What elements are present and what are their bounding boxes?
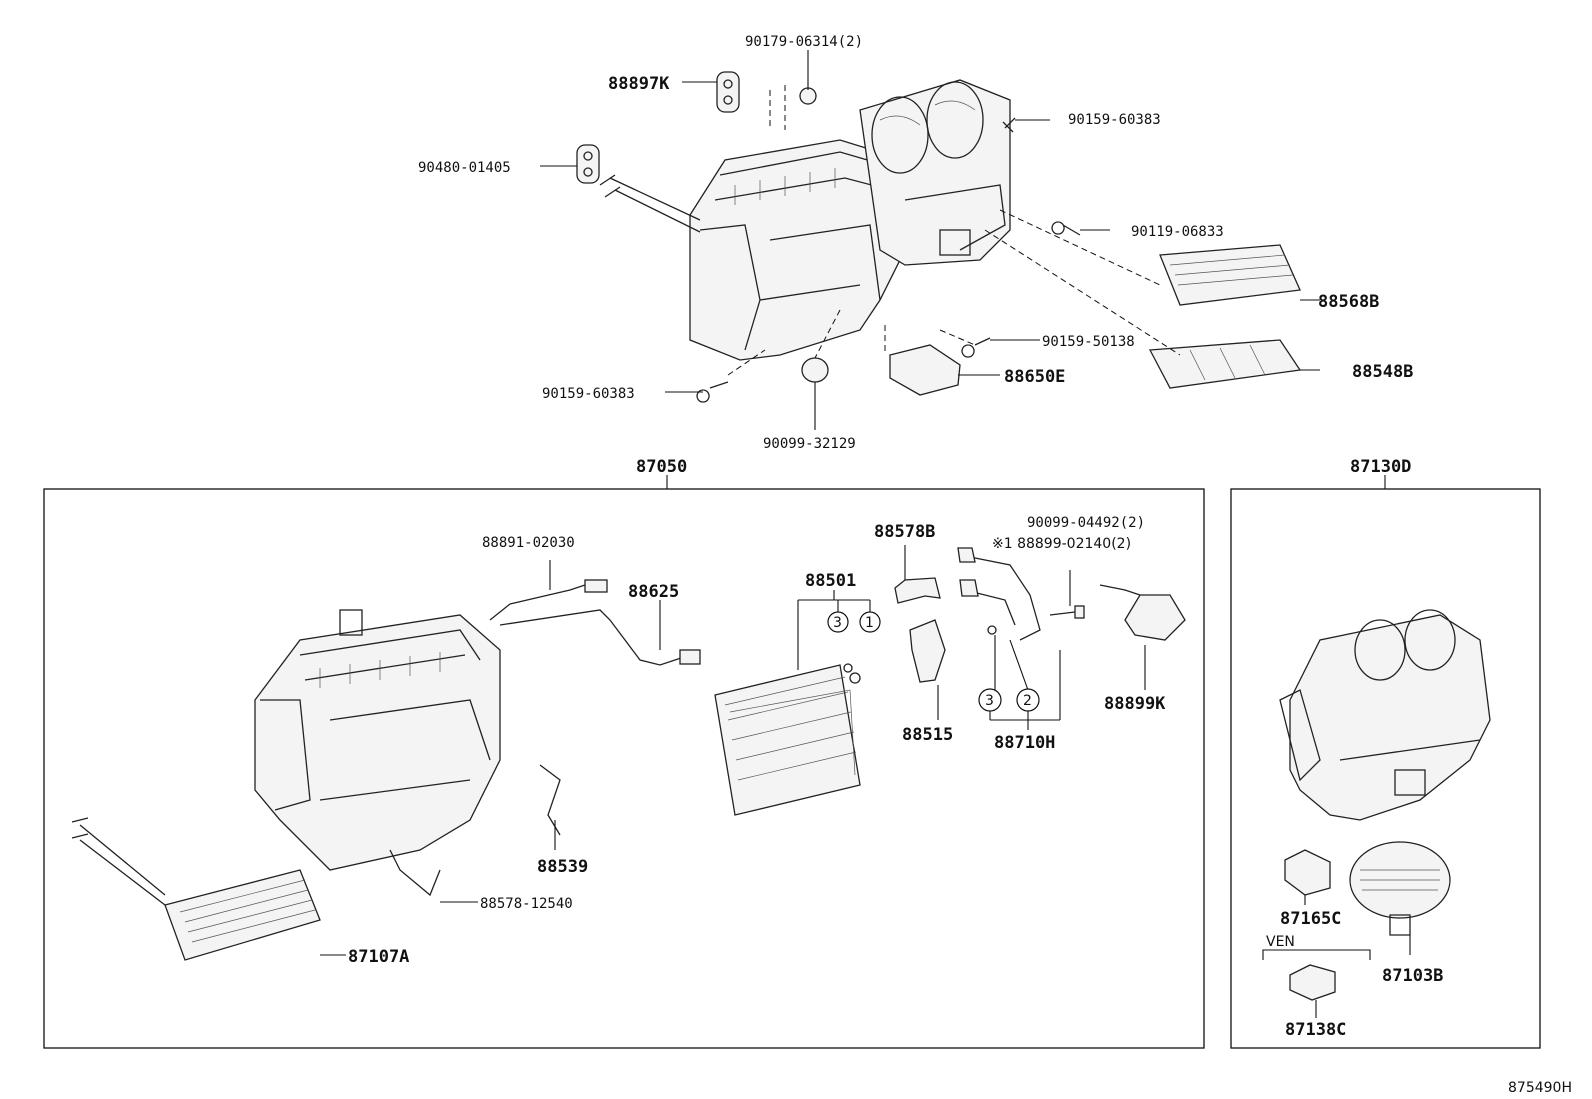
suction-tube bbox=[959, 554, 1041, 641]
top-hvac-assembly bbox=[576, 71, 1302, 403]
label-87103b: 87103B bbox=[1382, 966, 1443, 986]
label-88710h: 88710H bbox=[994, 733, 1055, 753]
label-87130d: 87130D bbox=[1350, 457, 1411, 477]
label-88891-02030: 88891-02030 bbox=[482, 535, 575, 551]
callout-3b-text: 3 bbox=[985, 693, 994, 709]
top-leader-lines bbox=[540, 50, 1320, 430]
label-90480-01405: 90480-01405 bbox=[418, 160, 511, 176]
label-88897k: 88897K bbox=[608, 74, 670, 94]
callout-1-text: 1 bbox=[865, 615, 874, 631]
label-88501: 88501 bbox=[805, 571, 856, 591]
label-87138c: 87138C bbox=[1285, 1020, 1346, 1040]
callout-2 bbox=[1016, 688, 1040, 712]
label-90179-06314: 90179-06314(2) bbox=[745, 34, 863, 50]
label-88899k: 88899K bbox=[1104, 694, 1166, 714]
bolt bbox=[1049, 611, 1076, 616]
label-87050: 87050 bbox=[636, 457, 687, 477]
blower-motor bbox=[1349, 841, 1451, 936]
label-88578-12540: 88578-12540 bbox=[480, 896, 573, 912]
hvac-case bbox=[254, 609, 501, 871]
label-90119-06833: 90119-06833 bbox=[1131, 224, 1224, 240]
ven-resistor bbox=[1289, 964, 1336, 1001]
callout-1 bbox=[859, 611, 881, 633]
box-87050 bbox=[43, 488, 1205, 1049]
label-88515: 88515 bbox=[902, 725, 953, 745]
callout-3a-text: 3 bbox=[833, 615, 842, 631]
label-88650e: 88650E bbox=[1004, 367, 1065, 387]
label-90099-04492: 90099-04492(2) bbox=[1027, 515, 1145, 531]
label-90159-60383-top: 90159-60383 bbox=[1068, 112, 1161, 128]
label-ven: VEN bbox=[1266, 934, 1295, 950]
label-88568b: 88568B bbox=[1318, 292, 1379, 312]
heater-core bbox=[71, 817, 321, 961]
pipe-clamp bbox=[389, 849, 441, 897]
label-87165c: 87165C bbox=[1280, 909, 1341, 929]
label-88899-02140: ※1 88899-02140(2) bbox=[992, 536, 1131, 552]
label-87107a: 87107A bbox=[348, 947, 409, 967]
label-88548b: 88548B bbox=[1352, 362, 1413, 382]
label-88539: 88539 bbox=[537, 857, 588, 877]
drain-hose bbox=[539, 764, 561, 836]
blower-unit bbox=[1279, 609, 1491, 821]
label-88578b: 88578B bbox=[874, 522, 935, 542]
callout-3b bbox=[978, 688, 1002, 712]
blower-resistor bbox=[1284, 849, 1331, 896]
sensor-wire bbox=[499, 609, 691, 666]
label-90159-50138: 90159-50138 bbox=[1042, 334, 1135, 350]
evaporator bbox=[714, 664, 861, 816]
callout-3a bbox=[827, 611, 849, 633]
thermistor bbox=[489, 584, 586, 621]
label-88625: 88625 bbox=[628, 582, 679, 602]
expansion-valve bbox=[909, 619, 946, 683]
diagram-id: 875490H bbox=[1508, 1080, 1572, 1096]
label-90159-60383-left: 90159-60383 bbox=[542, 386, 635, 402]
insulator bbox=[894, 577, 941, 604]
callout-2-text: 2 bbox=[1023, 693, 1032, 709]
label-90099-32129: 90099-32129 bbox=[763, 436, 856, 452]
wire-harness bbox=[1124, 594, 1186, 641]
